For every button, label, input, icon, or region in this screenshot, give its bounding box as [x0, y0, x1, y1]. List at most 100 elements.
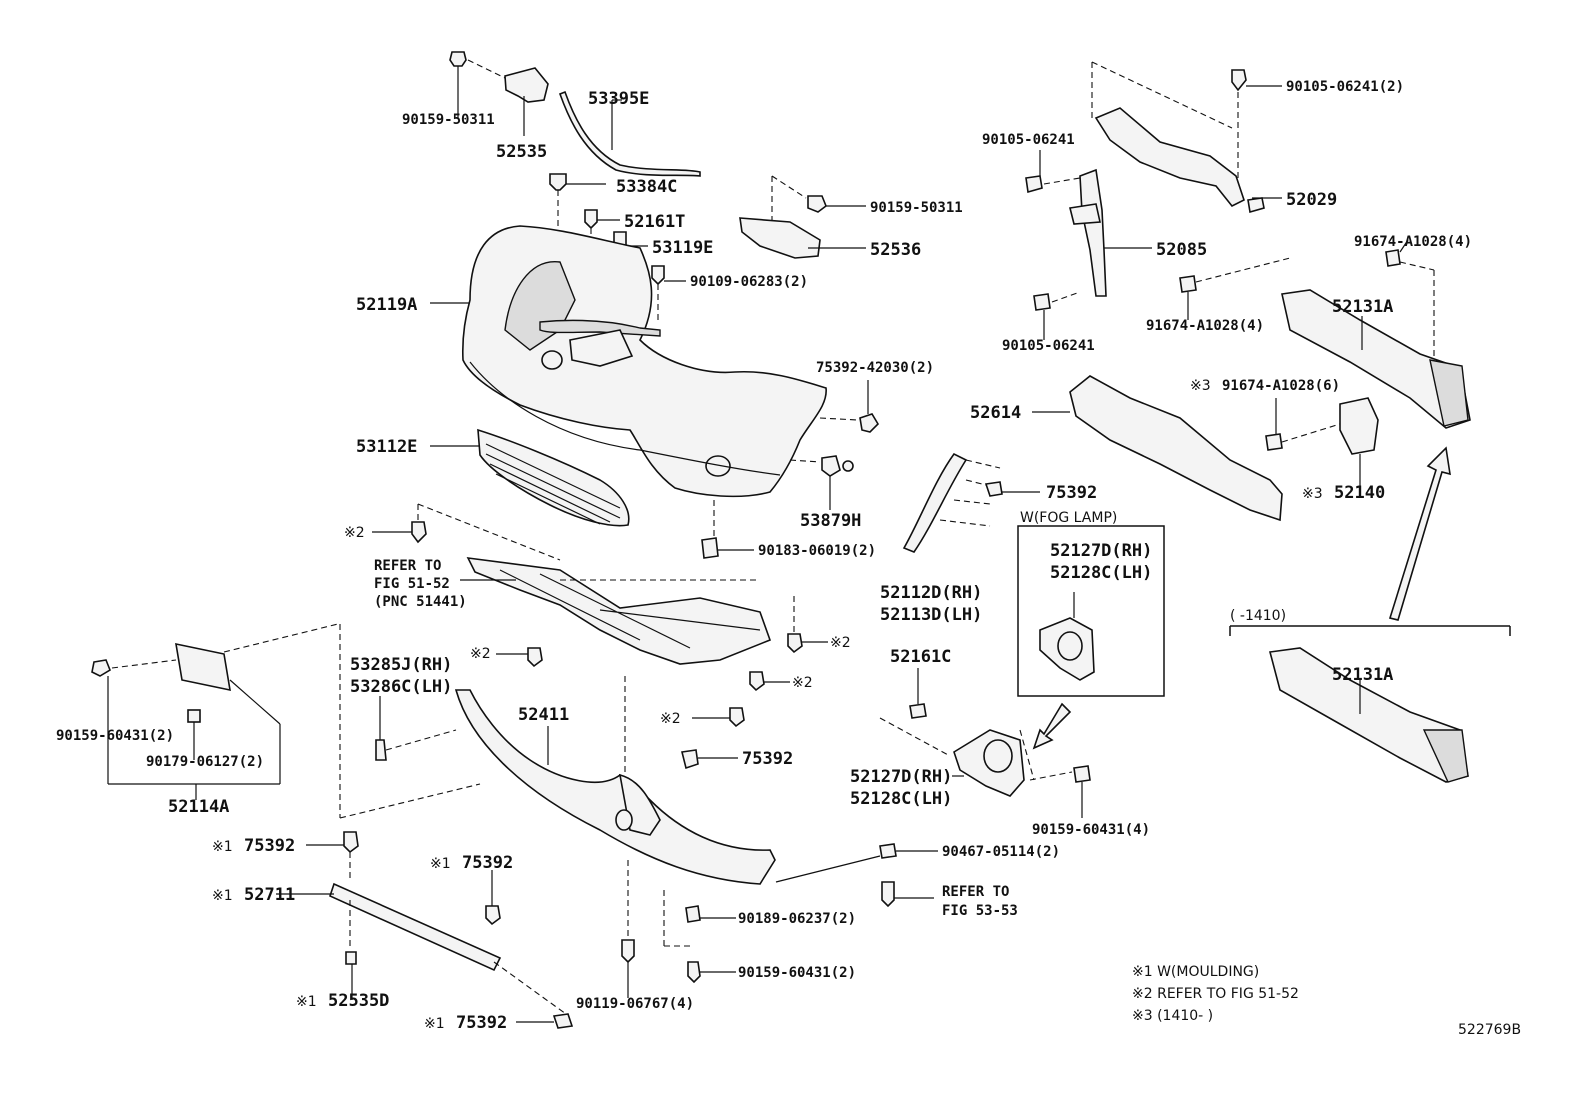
bracket-52085: [1069, 168, 1152, 297]
clip-ref2-d: [692, 707, 745, 728]
bracket-52536: [739, 217, 866, 259]
label-53879H: 53879H: [800, 511, 861, 531]
energy-absorber-52614: [1032, 375, 1283, 522]
label-90189-06237: 90189-06237(2): [738, 911, 856, 927]
label-52411: 52411: [518, 705, 569, 725]
mark-ref2-top: ※2: [344, 525, 365, 541]
label-52140: 52140: [1334, 483, 1385, 503]
mark-ref3-a: ※3: [1190, 378, 1211, 394]
label-90183-06019: 90183-06019(2): [758, 543, 876, 559]
label-refer-5152-a: REFER TO: [374, 558, 441, 574]
footnotes: ※1 W(MOULDING) ※2 REFER TO FIG 51-52 ※3 …: [1132, 964, 1299, 1024]
label-refer-5152-c: (PNC 51441): [374, 594, 467, 610]
bolt-91674-a-left: [1179, 257, 1291, 320]
label-90109-06283: 90109-06283(2): [690, 274, 808, 290]
label-refer-5152-b: FIG 51-52: [374, 576, 450, 592]
label-75392-m2: 75392: [462, 853, 513, 873]
labels-top-right: 90105-06241(2) 90105-06241 52029 52085 9…: [970, 79, 1472, 503]
labels-moulding: ※1 75392 ※1 75392 ※1 52711 ※1 52535D ※1 …: [212, 836, 513, 1033]
footnote-1: ※1 W(MOULDING): [1132, 964, 1259, 980]
label-52128C: 52128C(LH): [850, 789, 952, 809]
label-fog-title: W(FOG LAMP): [1020, 510, 1117, 526]
labels-top-left: 90159-50311 52535 53395E 53384C 52161T 5…: [356, 89, 963, 559]
label-90119-06767: 90119-06767(4): [576, 996, 694, 1012]
labels-bottom-right: ( -1410) 52131A: [1230, 608, 1393, 685]
clip-52535D: [345, 951, 357, 1000]
label-90467-05114: 90467-05114(2): [942, 844, 1060, 860]
labels-bottom-fasteners: 90119-06767(4) 90189-06237(2) 90159-6043…: [576, 844, 1060, 1012]
label-75392-m1: 75392: [244, 836, 295, 856]
clip-90183-06019: [701, 500, 754, 559]
mark-ref1-d: ※1: [296, 994, 317, 1010]
mark-ref3-b: ※3: [1302, 486, 1323, 502]
label-52127D: 52127D(RH): [850, 767, 952, 787]
clip-75392-m1: [306, 831, 359, 882]
label-53285J: 53285J(RH): [350, 655, 452, 675]
label-52127D-box: 52127D(RH): [1050, 541, 1152, 561]
bolt-90105-06241-b: [1033, 291, 1081, 340]
label-90159-60431-4: 90159-60431(4): [1032, 822, 1150, 838]
label-52131A-a: 52131A: [1332, 297, 1393, 317]
label-52112D: 52112D(RH): [880, 583, 982, 603]
bolt-91674-a-right: [1385, 239, 1435, 360]
labels-fog-lamp: 75392 W(FOG LAMP) 52127D(RH) 52128C(LH) …: [850, 483, 1152, 838]
label-91674-a-4a: 91674-A1028(4): [1354, 234, 1472, 250]
reinforcement-52131A-top: [1281, 289, 1471, 429]
grille-53112E: [430, 428, 630, 527]
clip-53879H: [789, 455, 854, 510]
bolt-90159-60431-4: [1029, 765, 1091, 818]
label-90179-06127: 90179-06127(2): [146, 754, 264, 770]
clip-ref2-a: [496, 647, 543, 668]
footnote-3: ※3 (1410- ): [1132, 1008, 1213, 1024]
label-52161C: 52161C: [890, 647, 951, 667]
clip-75392-m3: [516, 1013, 574, 1029]
clip-75392-m2: [485, 870, 501, 926]
label-refer-5353-a: REFER TO: [942, 884, 1009, 900]
label-75392-m3: 75392: [456, 1013, 507, 1033]
clip-75392-lower: [681, 749, 738, 770]
label-52085: 52085: [1156, 240, 1207, 260]
label-52029: 52029: [1286, 190, 1337, 210]
fog-bracket-box: [1039, 592, 1095, 681]
bolt-ref-53-53: [881, 881, 934, 908]
mark-ref2-b: ※2: [830, 635, 851, 651]
mark-ref1-c: ※1: [212, 888, 233, 904]
label-refer-5353-b: FIG 53-53: [942, 903, 1018, 919]
mark-ref2-a: ※2: [470, 646, 491, 662]
label-53112E: 53112E: [356, 437, 417, 457]
garnish-52112D: [902, 452, 1001, 553]
label-52536: 52536: [870, 240, 921, 260]
clip-ref2-top: [372, 504, 427, 544]
label-90105-06241-b: 90105-06241: [1002, 338, 1095, 354]
license-bracket-52114A: [91, 623, 339, 800]
figure-id: 522769B: [1458, 1022, 1521, 1038]
label-91674-a-6: 91674-A1028(6): [1222, 378, 1340, 394]
reinforcement-53285J: [375, 696, 457, 761]
reinforcement-52131A-bottom: [1268, 647, 1469, 783]
label-75392-b: 75392: [1046, 483, 1097, 503]
label-53119E: 53119E: [652, 238, 713, 258]
label-52131A-b: 52131A: [1332, 665, 1393, 685]
label-75392-42030: 75392-42030(2): [816, 360, 934, 376]
mark-ref1-e: ※1: [424, 1016, 445, 1032]
mark-ref1-a: ※1: [212, 839, 233, 855]
mark-ref2-d: ※2: [660, 711, 681, 727]
screw-90119-06767: [621, 860, 635, 998]
clip-52161C: [879, 668, 951, 757]
label-52535D: 52535D: [328, 991, 389, 1011]
label-90159-60431-2: 90159-60431(2): [56, 728, 174, 744]
label-52161T: 52161T: [624, 212, 685, 232]
clip-ref2-c: [749, 671, 790, 692]
label-90105-06241-a: 90105-06241: [982, 132, 1075, 148]
clip-75392-fog: [984, 481, 1040, 497]
moulding-53395E: [558, 90, 701, 177]
label-52113D: 52113D(LH): [880, 605, 982, 625]
bracket-52140: [1339, 397, 1379, 488]
label-range: ( -1410): [1230, 608, 1286, 624]
label-52119A: 52119A: [356, 295, 417, 315]
clip-75392-42030: [819, 380, 880, 433]
label-90105-06241-2: 90105-06241(2): [1286, 79, 1404, 95]
clip-ref2-b: [787, 596, 828, 654]
fog-lamp-box: [1017, 525, 1165, 697]
